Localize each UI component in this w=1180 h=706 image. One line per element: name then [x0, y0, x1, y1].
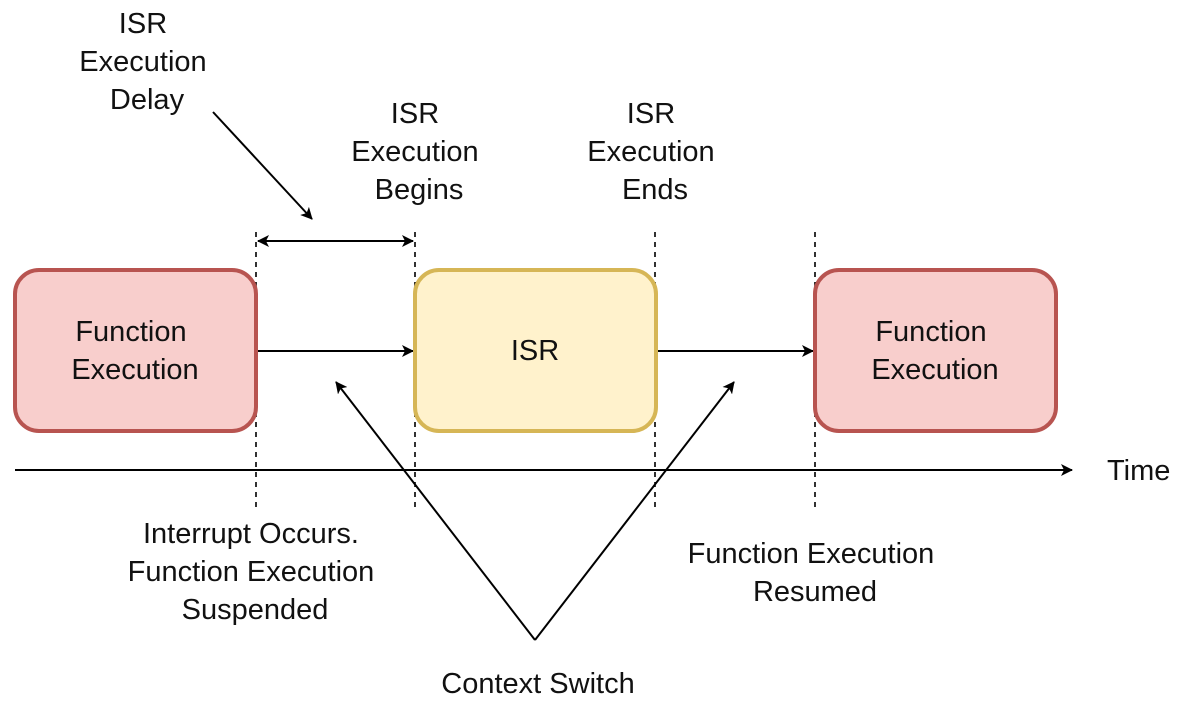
isr-execution-ends-label: ISR Execution Ends: [587, 98, 722, 206]
svg-text:Function Execution: Function Execution: [71, 316, 198, 386]
context-switch-pointer-right: [534, 381, 735, 641]
function-box-start-line-2: Execution: [71, 354, 198, 386]
isr-box: ISR: [413, 268, 658, 433]
isr-execution-begins-label: ISR Execution Begins: [351, 98, 486, 206]
function-box-resume-line-2: Execution: [871, 354, 998, 386]
time-axis-label: Time: [1107, 455, 1170, 487]
function-execution-box-resume: Function Execution: [813, 268, 1058, 433]
svg-text:ISR: ISR: [511, 335, 559, 367]
function-box-start-line-1: Function: [75, 316, 186, 348]
context-switch-pointer-left: [335, 381, 536, 641]
function-box-resume-line-1: Function: [875, 316, 986, 348]
delay-pointer-arrow: [212, 111, 313, 220]
function-execution-box-start: Function Execution: [13, 268, 258, 433]
isr-box-label: ISR: [511, 335, 559, 367]
isr-execution-delay-label: ISR Execution Delay: [79, 8, 214, 116]
svg-text:Function Execution: Function Execution: [871, 316, 998, 386]
function-execution-resumed-label: Function Execution Resumed: [688, 538, 943, 608]
context-switch-label: Context Switch: [441, 668, 634, 700]
interrupt-occurs-label: Interrupt Occurs. Function Execution Sus…: [128, 518, 383, 626]
